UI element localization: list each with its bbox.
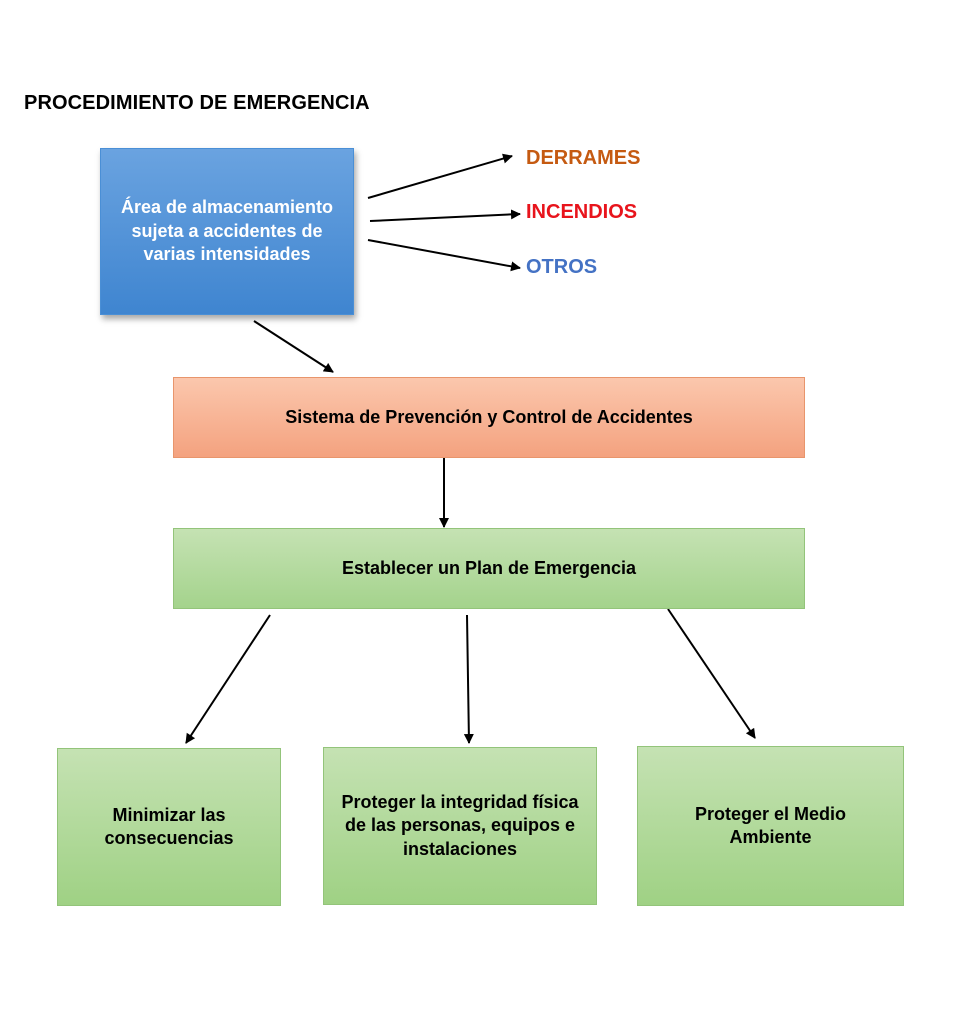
- arrow-plan-to-protect-environment: [667, 608, 756, 739]
- risk-derrames-label: DERRAMES: [526, 147, 641, 169]
- protect-people-box: Proteger la integridad física de las per…: [323, 747, 597, 905]
- emergency-plan-box: Establecer un Plan de Emergencia: [173, 528, 805, 609]
- arrow-plan-to-protect-people: [463, 614, 474, 744]
- minimize-consequences-box: Minimizar las consecuencias: [57, 748, 281, 906]
- arrow-to-derrames: [367, 153, 513, 199]
- diagram-title: PROCEDIMIENTO DE EMERGENCIA: [24, 92, 370, 114]
- storage-area-box: Área de almacenamiento sujeta a accident…: [100, 148, 354, 315]
- arrow-storage-to-prevention: [253, 320, 334, 373]
- risk-otros-label: OTROS: [526, 256, 598, 278]
- prevention-system-box: Sistema de Prevención y Control de Accid…: [173, 377, 805, 458]
- arrow-plan-to-minimize: [185, 614, 271, 744]
- risk-incendios-label: INCENDIOS: [526, 201, 638, 223]
- protect-environment-box: Proteger el Medio Ambiente: [637, 746, 904, 906]
- arrow-to-otros: [367, 239, 521, 272]
- arrow-to-incendios: [369, 209, 521, 222]
